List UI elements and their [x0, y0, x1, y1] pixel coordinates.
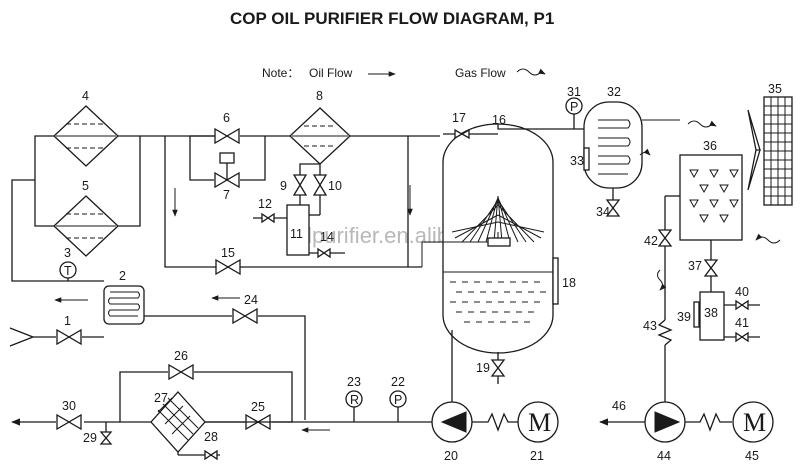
label-22: 22 [391, 375, 405, 389]
note-label: Note： [262, 66, 299, 80]
label-40: 40 [735, 285, 749, 299]
label-45: 45 [745, 449, 759, 463]
label-15: 15 [221, 246, 235, 260]
condenser-8 [289, 107, 351, 165]
label-29: 29 [83, 431, 97, 445]
condenser-32 [583, 101, 643, 189]
label-2: 2 [119, 269, 126, 283]
label-30: 30 [62, 399, 76, 413]
label-4: 4 [82, 89, 89, 103]
trap-38 [699, 291, 725, 341]
pressure-gauge-23: R [345, 390, 363, 408]
filter-5 [53, 195, 119, 257]
label-11: 11 [290, 227, 303, 241]
motor-21: M [517, 401, 559, 443]
label-37: 37 [688, 259, 702, 273]
svg-text:T: T [64, 264, 72, 278]
sight-glass-18 [552, 257, 559, 305]
label-8: 8 [316, 89, 323, 103]
gas-flow-arrow-icon [516, 68, 546, 76]
level-glass-39 [693, 301, 700, 328]
label-31: 31 [567, 85, 581, 99]
vacuum-unit-11 [286, 204, 310, 256]
label-43: 43 [643, 319, 657, 333]
diagram-title: COP OIL PURIFIER FLOW DIAGRAM, P1 [230, 9, 554, 28]
svg-text:P: P [570, 100, 578, 114]
label-12: 12 [258, 197, 272, 211]
valve-9 [292, 174, 308, 196]
oil-flow-label: Oil Flow [309, 66, 353, 80]
spray-nozzle [421, 195, 545, 267]
label-14: 14 [320, 230, 334, 244]
label-5: 5 [82, 179, 89, 193]
pressure-gauge-31: P [565, 97, 583, 115]
label-19: 19 [476, 361, 490, 375]
label-34: 34 [596, 205, 610, 219]
label-35: 35 [768, 82, 782, 96]
label-21: 21 [530, 449, 544, 463]
label-7: 7 [223, 188, 230, 202]
label-27: 27 [154, 391, 168, 405]
temperature-gauge-3: T [59, 261, 77, 281]
label-1: 1 [64, 314, 71, 328]
label-26: 26 [174, 349, 188, 363]
label-39: 39 [677, 310, 691, 324]
label-33: 33 [570, 154, 584, 168]
radiator-35 [763, 96, 793, 206]
gas-flow-label: Gas Flow [455, 66, 506, 80]
label-36: 36 [703, 139, 717, 153]
separator-36 [679, 154, 743, 241]
label-6: 6 [223, 111, 230, 125]
label-28: 28 [204, 430, 218, 444]
label-10: 10 [328, 179, 342, 193]
label-3: 3 [64, 246, 71, 260]
label-9: 9 [280, 179, 287, 193]
legend: Note： Oil Flow Gas Flow [262, 66, 546, 80]
pump-44 [644, 401, 686, 443]
label-16: 16 [492, 113, 506, 127]
fan-icon [747, 109, 761, 191]
motor-45: M [732, 401, 774, 443]
label-46: 46 [612, 399, 626, 413]
label-38: 38 [704, 306, 718, 320]
coupling-44-45 [685, 412, 732, 432]
flexible-hose-43 [657, 319, 673, 346]
label-42: 42 [644, 234, 658, 248]
label-44: 44 [657, 449, 671, 463]
label-41: 41 [735, 316, 749, 330]
label-24: 24 [244, 293, 258, 307]
svg-text:P: P [394, 393, 402, 407]
label-17: 17 [452, 111, 466, 125]
valve-10 [312, 174, 328, 196]
label-25: 25 [251, 400, 265, 414]
svg-text:R: R [350, 393, 359, 407]
filter-4 [53, 105, 119, 167]
label-32: 32 [607, 85, 621, 99]
component-labels: 1 2 3 4 5 6 7 8 9 10 11 12 14 15 16 17 1… [62, 82, 782, 463]
sight-glass-33 [583, 147, 590, 171]
pressure-gauge-22: P [389, 390, 407, 408]
svg-text:M: M [528, 408, 551, 437]
heater-2 [103, 285, 145, 325]
label-20: 20 [444, 449, 458, 463]
coupling-20-21 [472, 412, 518, 432]
label-23: 23 [347, 375, 361, 389]
svg-text:M: M [743, 408, 766, 437]
pump-20 [431, 401, 473, 443]
label-18: 18 [562, 276, 576, 290]
